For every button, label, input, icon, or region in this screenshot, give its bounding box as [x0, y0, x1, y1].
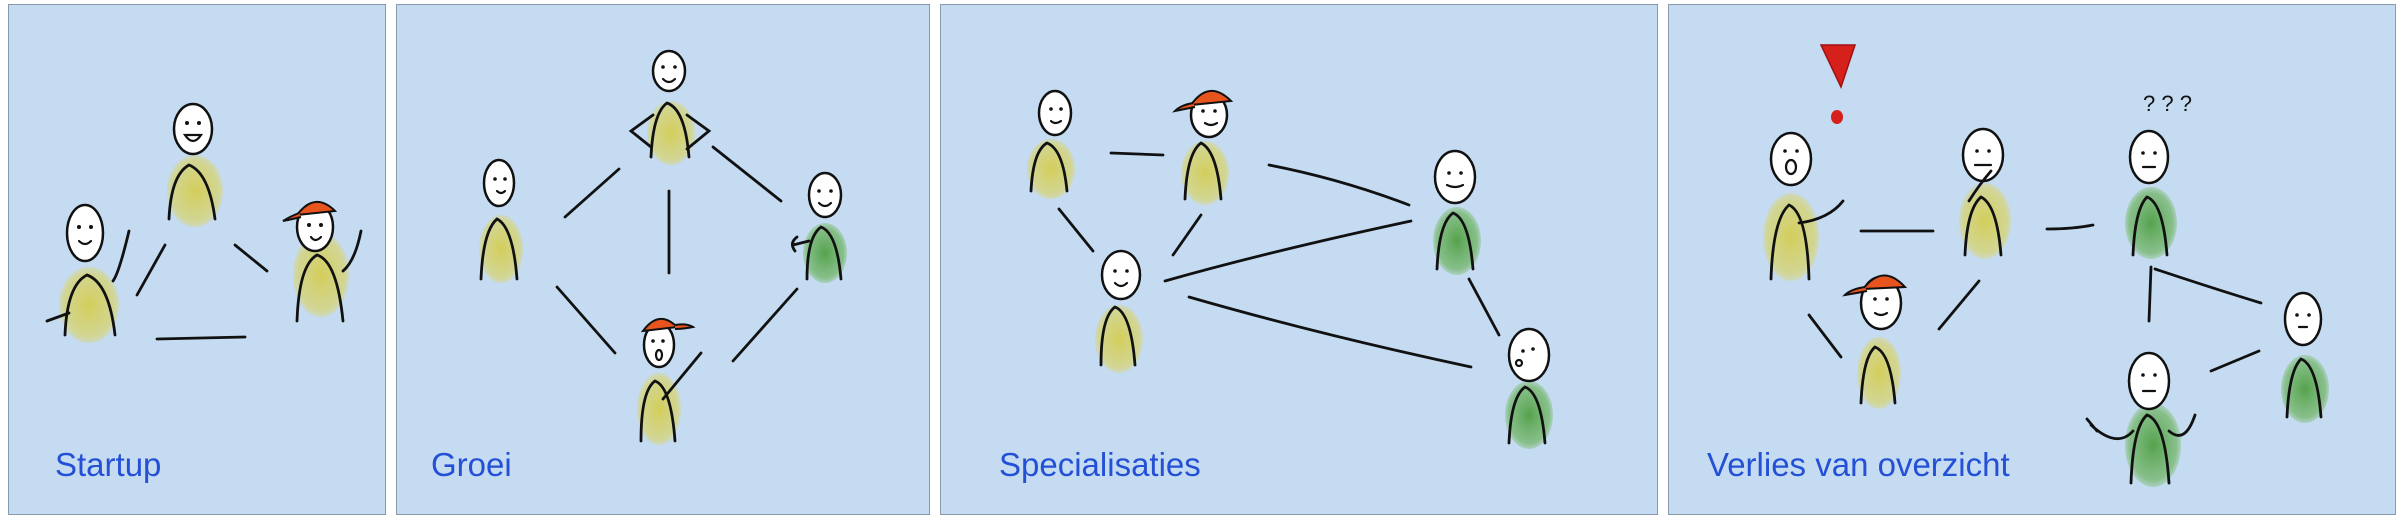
connection-line — [1467, 277, 1501, 337]
person-figure — [2281, 291, 2329, 423]
connection-line — [1807, 313, 1843, 359]
connection-line — [2045, 223, 2095, 231]
person-figure — [628, 49, 712, 165]
person-figure — [1959, 127, 2011, 259]
connection-line — [555, 285, 617, 355]
person-figure — [2085, 351, 2197, 487]
person-figure — [1505, 327, 1553, 449]
person-figure — [791, 171, 847, 283]
person-figure — [45, 203, 131, 343]
connection-line — [1171, 213, 1203, 257]
connection-line — [155, 335, 247, 341]
connection-line — [563, 167, 621, 219]
cap-icon — [294, 201, 338, 217]
person-figure — [1027, 89, 1075, 199]
diagram-startup — [45, 102, 363, 343]
connection-line — [2209, 349, 2261, 373]
person-figure — [1763, 131, 1845, 281]
connection-line — [233, 243, 269, 273]
connection-line — [1187, 295, 1473, 369]
confusion-annotation: ? ? ? — [2143, 91, 2192, 116]
connection-line — [1109, 151, 1165, 157]
person-figure — [637, 318, 703, 445]
cap-icon — [1860, 274, 1908, 291]
connection-line — [1057, 207, 1095, 253]
person-figure — [1842, 274, 1908, 409]
connection-line — [711, 145, 783, 203]
cap-icon — [640, 318, 680, 333]
person-figure: ? ? ? — [2125, 91, 2192, 259]
diagram-specialisaties — [1027, 89, 1553, 449]
panel-label: Specialisaties — [999, 446, 1201, 483]
person-figure — [479, 158, 523, 283]
person-figure — [1171, 90, 1234, 205]
connection-line — [2147, 265, 2153, 323]
cap-icon — [1188, 90, 1234, 107]
person-figure — [1095, 249, 1143, 373]
person-figure — [167, 102, 223, 227]
panel-specialisaties: Specialisaties — [940, 4, 1658, 515]
panel-label: Verlies van overzicht — [1707, 446, 2010, 483]
panel-label: Groei — [431, 446, 512, 483]
panel-verlies-van-overzicht: ? ? ? Ve — [1668, 4, 2396, 515]
diagram-groei — [479, 49, 847, 445]
panel-startup: Startup — [8, 4, 386, 515]
diagram-verlies-van-overzicht: ? ? ? — [1763, 44, 2329, 487]
panel-label: Startup — [55, 446, 162, 483]
connection-line — [135, 243, 167, 297]
connection-line — [1937, 279, 1981, 331]
person-figure — [1433, 149, 1481, 275]
panel-groei: Groei — [396, 4, 930, 515]
connection-line — [1163, 219, 1413, 283]
connection-line — [731, 287, 799, 363]
exclamation-icon — [1819, 44, 1857, 124]
person-figure — [282, 201, 363, 323]
connection-line — [1267, 163, 1411, 207]
connection-line — [2153, 267, 2263, 305]
